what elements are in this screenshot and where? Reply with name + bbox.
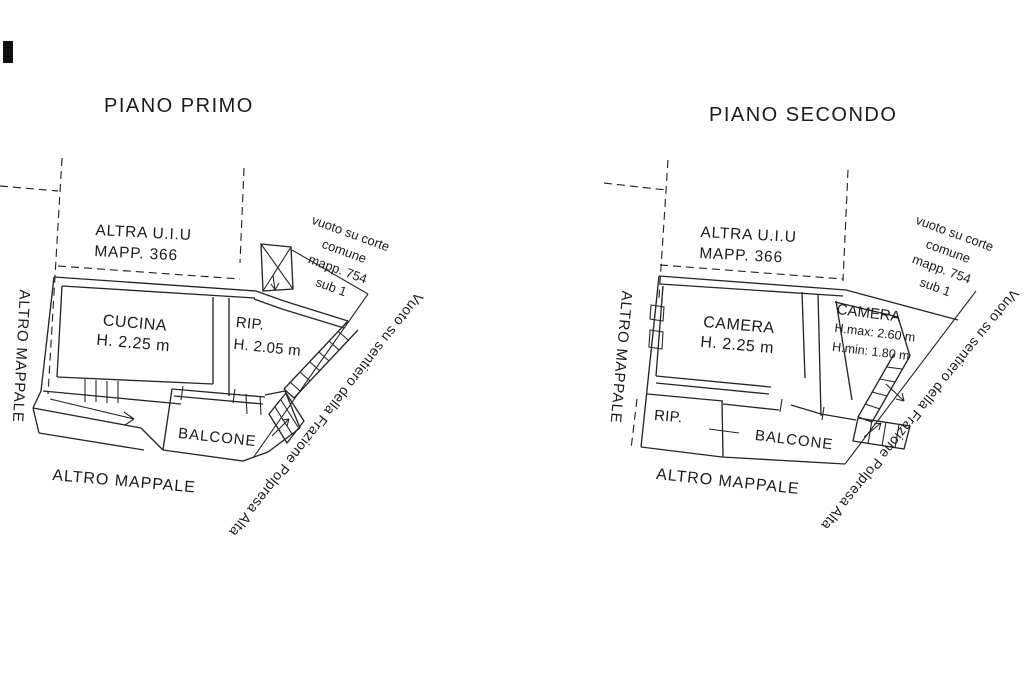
- window-openings: [648, 304, 665, 350]
- storage-walls: [640, 393, 846, 465]
- lower-stair-hatch: [274, 399, 299, 435]
- other-unit-label: ALTRA U.I.U MAPP. 366: [94, 220, 192, 267]
- corridor-wall: [42, 390, 182, 405]
- balcony-wall: [722, 403, 857, 421]
- piano-primo-linework: [0, 157, 369, 462]
- kitchen-interior-walls: [56, 285, 214, 385]
- court-boundary-line: [291, 249, 369, 295]
- boundary-dashed-line: [603, 182, 667, 191]
- boundary-dashed-line: [842, 169, 849, 282]
- boundary-dashed-line: [47, 157, 63, 395]
- kitchen-label: CUCINA H. 2.25 m: [82, 310, 185, 359]
- boundary-dashed-line: [0, 185, 59, 192]
- stairs-direction-arrow: [49, 398, 135, 426]
- attic-room-walls: [834, 300, 911, 401]
- bedroom-label: CAMERA H. 2.25 m: [686, 312, 789, 361]
- stair-band: [283, 320, 359, 399]
- lower-stair-outline: [852, 417, 911, 450]
- left-wall: [640, 275, 660, 448]
- scan-artifact-mark: [3, 41, 13, 63]
- boundary-dashed-line: [659, 264, 844, 280]
- balcony-openings: [779, 398, 825, 421]
- path-boundary-line: [252, 293, 369, 459]
- attic-room-label: CAMERA H.max: 2.60 m H.min: 1.80 m: [831, 300, 919, 366]
- plan-title-secondo: PIANO SECONDO: [709, 104, 898, 126]
- plan-title-primo: PIANO PRIMO: [104, 95, 254, 117]
- balcony-outline: [162, 388, 301, 462]
- boundary-dashed-line: [239, 167, 245, 264]
- left-wall: [40, 276, 55, 392]
- lower-stair-band: [32, 390, 164, 451]
- landing-down-arrow: [270, 274, 280, 291]
- boundary-dashed-line: [630, 398, 638, 450]
- steps-hatch: [84, 379, 119, 403]
- storage-label: RIP. H. 2.05 m: [232, 312, 304, 363]
- other-unit-label: ALTRA U.I.U MAPP. 366: [699, 222, 797, 269]
- stair-treads: [289, 330, 349, 392]
- boundary-dashed-line: [57, 265, 241, 280]
- lower-stair-outline: [268, 391, 305, 445]
- landing-cross: [260, 243, 294, 292]
- balcony-openings: [180, 385, 262, 416]
- storage-label: RIP.: [653, 406, 684, 427]
- top-wall: [658, 275, 959, 321]
- path-boundary-line: [844, 290, 977, 465]
- piano-secondo-linework: [603, 159, 977, 465]
- boundary-dashed-line: [658, 159, 669, 299]
- angled-wall: [253, 290, 349, 329]
- storage-door-tick: [708, 428, 740, 434]
- stair-treads: [864, 366, 903, 410]
- stairs-up-arrow: [271, 418, 290, 437]
- top-wall: [53, 276, 257, 299]
- stairs-down-arrow: [885, 383, 905, 402]
